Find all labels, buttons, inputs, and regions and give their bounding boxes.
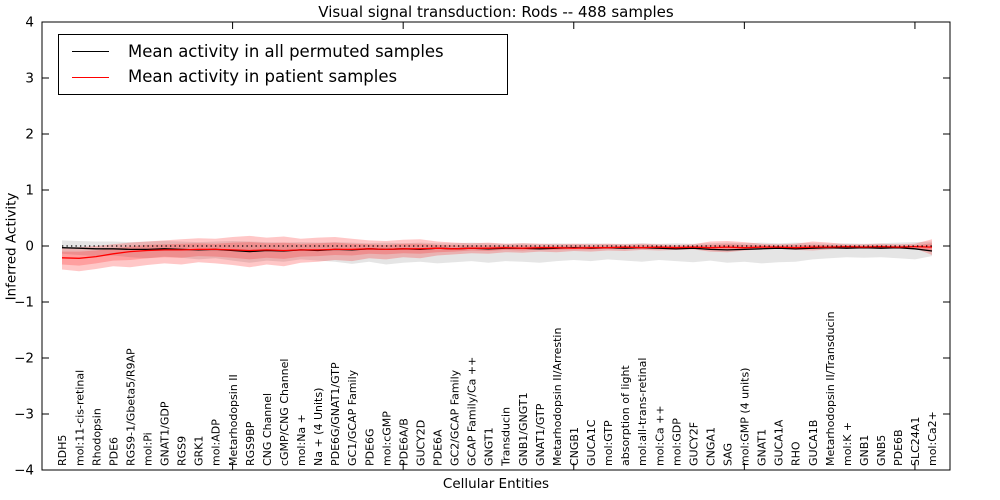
x-category-label: GNB1 — [858, 435, 871, 466]
x-category-label: RDH5 — [56, 435, 69, 466]
x-category-label: PDE6A — [431, 429, 444, 466]
x-category-label: RGS9 — [176, 436, 189, 466]
x-category-label: PDE6 — [107, 437, 120, 466]
x-category-label: mol:Na + — [295, 414, 308, 466]
x-category-label: CNGB1 — [568, 427, 581, 466]
legend-line-black-icon — [72, 51, 109, 53]
x-category-label: GNB5 — [875, 435, 888, 466]
x-category-label: GNGT1 — [483, 427, 496, 466]
x-category-label: RGS9BP — [244, 421, 257, 466]
x-category-label: GUCA1B — [807, 420, 820, 466]
chart-title: Visual signal transduction: Rods -- 488 … — [318, 3, 674, 21]
x-category-label: CNGA1 — [704, 427, 717, 466]
x-category-label: mol:cGMP — [380, 411, 393, 466]
y-tick-label: 4 — [25, 15, 34, 31]
x-category-label: Metarhodopsin II/Arrestin — [551, 328, 564, 466]
x-category-label: SLC24A1 — [909, 417, 922, 466]
x-category-label: mol:all-trans-retinal — [636, 358, 649, 466]
y-tick-label: −4 — [14, 463, 34, 479]
x-category-label: absorption of light — [619, 365, 632, 466]
x-category-label: GC2/GCAP Family — [449, 369, 462, 466]
y-tick-label: −1 — [14, 295, 34, 311]
x-category-label: GNAT1 — [756, 429, 769, 466]
x-category-label: GNAT1/GDP — [159, 401, 172, 466]
x-category-label: PDE6G/GNAT1/GTP — [329, 362, 342, 466]
x-category-label: mol:Ca ++ — [653, 405, 666, 466]
band-patient-samples-range-outer — [62, 235, 932, 272]
y-tick-label: 3 — [25, 71, 34, 87]
x-axis-label: Cellular Entities — [442, 476, 550, 492]
x-category-label: GUCA1C — [585, 419, 598, 466]
y-axis-label: Inferred Activity — [3, 192, 20, 301]
x-category-label: Metarhodopsin II/Transducin — [824, 311, 837, 466]
x-category-label: Rhodopsin — [90, 408, 103, 466]
x-category-label: RHO — [790, 441, 803, 466]
x-category-label: mol:K + — [841, 422, 854, 466]
y-tick-label: 2 — [25, 127, 34, 143]
x-category-label: PDE6A/B — [397, 418, 410, 466]
y-tick-label: −2 — [14, 351, 34, 367]
x-category-label: Na + (4 Units) — [312, 388, 325, 466]
legend-label-permuted: Mean activity in all permuted samples — [128, 41, 444, 61]
x-category-label: mol:GDP — [670, 418, 683, 466]
x-category-label: Metarhodopsin II — [227, 374, 240, 466]
y-tick-label: −3 — [14, 407, 34, 423]
x-category-label: GUCY2F — [687, 422, 700, 466]
x-category-label: cGMP/CNG Channel — [278, 359, 291, 467]
series-line-patient — [61, 245, 933, 259]
x-category-label: GRK1 — [193, 436, 206, 466]
x-category-label: GCAP Family/Ca ++ — [466, 357, 479, 466]
legend: Mean activity in all permuted samples Me… — [58, 34, 508, 95]
legend-label-patient: Mean activity in patient samples — [128, 66, 398, 86]
legend-line-red-icon — [72, 76, 109, 78]
x-category-label: RGS9-1/Gbeta5/R9AP — [124, 348, 137, 466]
x-category-label: mol:GTP — [602, 420, 615, 466]
x-category-label: mol:ADP — [210, 419, 223, 466]
x-category-label: GC1/GCAP Family — [346, 369, 359, 466]
x-category-label: CNG Channel — [261, 393, 274, 466]
x-category-label: mol:Pi — [141, 432, 154, 466]
x-category-label: SAG — [721, 443, 734, 466]
x-category-label: GNAT1/GTP — [534, 403, 547, 466]
legend-item-patient: Mean activity in patient samples — [59, 66, 507, 86]
x-category-label: GUCA1A — [773, 419, 786, 466]
legend-item-permuted: Mean activity in all permuted samples — [59, 41, 507, 61]
x-category-label: GNB1/GNGT1 — [517, 392, 530, 466]
x-category-label: mol:Ca2+ — [926, 411, 939, 466]
x-category-label: mol:GMP (4 units) — [739, 368, 752, 466]
x-category-label: GUCY2D — [414, 420, 427, 466]
y-tick-label: 1 — [25, 183, 34, 199]
y-tick-label: 0 — [25, 239, 34, 255]
x-category-label: mol:11-cis-retinal — [73, 370, 86, 466]
x-category-label: PDE6G — [363, 428, 376, 466]
x-category-label: Transducin — [500, 407, 513, 467]
x-category-label: PDE6B — [892, 429, 905, 466]
